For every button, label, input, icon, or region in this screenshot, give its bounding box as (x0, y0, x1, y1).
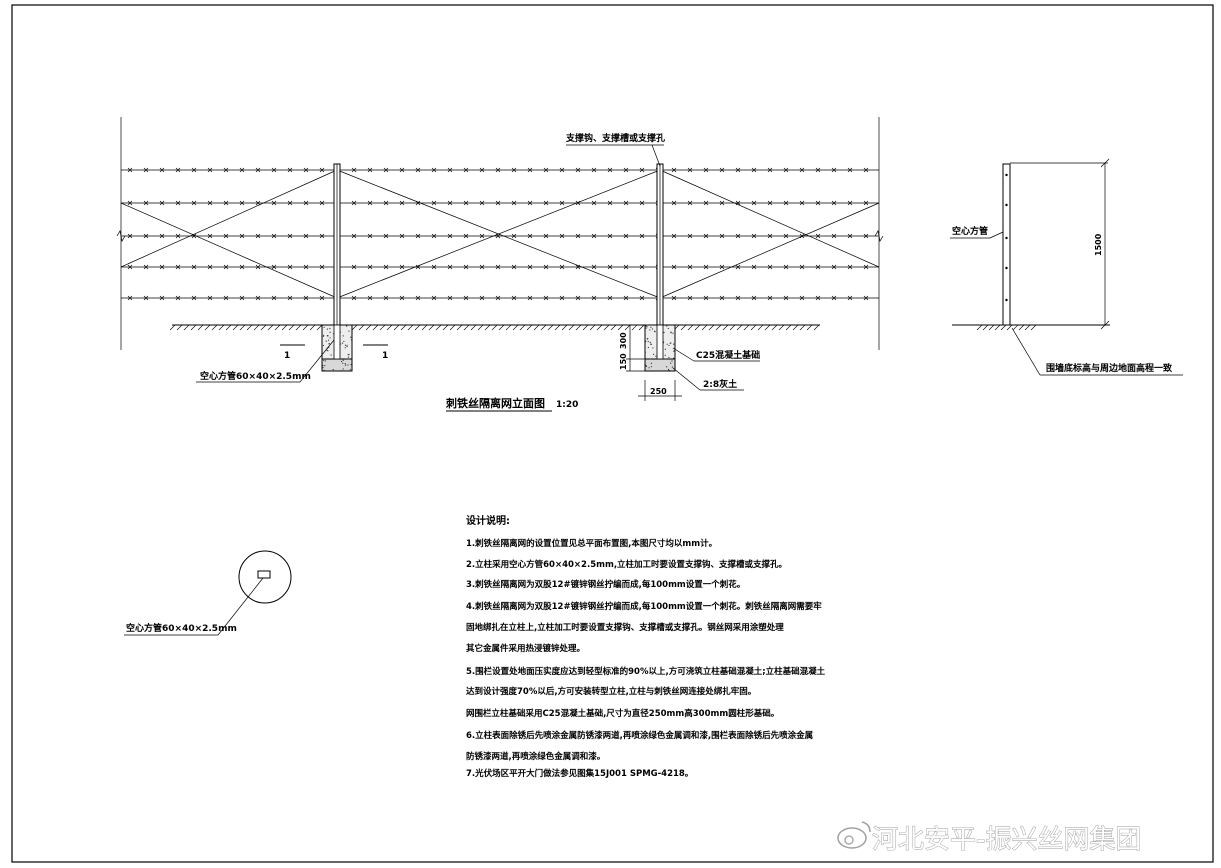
watermark-text: 河北安平-振兴丝网集团 (872, 825, 1141, 855)
support-label: 支撑钩、支撑槽或支撑孔 (565, 132, 665, 144)
post-label: 空心方管60×40×2.5mm (200, 370, 311, 382)
note-line-6: 其它金属件采用热浸镀锌处理。 (466, 643, 585, 654)
note-line-10: 6.立柱表面除锈后先喷涂金属防锈漆两道,再喷涂绿色金属调和漆,围栏表面除锈后先喷… (466, 730, 813, 741)
dimension-foundation-height: 300 150 (619, 324, 645, 372)
dim-250: 250 (650, 387, 667, 396)
section-detail-label: 空心方管60×40×2.5mm (126, 622, 237, 634)
fence-side-view: 1500 空心方管 围墙底标高与周边地面高程一致 (950, 158, 1183, 376)
lime-soil-label: 2:8灰土 (703, 378, 737, 390)
note-line-8: 达到设计强度70%以后,方可安装转型立柱,立柱与刺铁丝网连接处绑扎牢固。 (466, 686, 756, 697)
watermark: 河北安平-振兴丝网集团 (837, 821, 1142, 855)
note-line-2: 2.立柱采用空心方管60×40×2.5mm,立柱加工时要设置支撑钩、支撑槽或支撑… (466, 559, 787, 570)
note-line-1: 1.刺铁丝隔离网的设置位置见总平面布置图,本图尺寸均以mm计。 (466, 538, 717, 549)
side-post-label: 空心方管 (952, 225, 988, 237)
dimension-foundation-width: 250 (638, 380, 682, 401)
section-mark-right: 1 (382, 351, 388, 361)
side-ground-note: 围墙底标高与周边地面高程一致 (1046, 362, 1173, 374)
ground-line (169, 324, 820, 331)
fence-elevation: 1 1 支撑钩、支撑槽或支撑孔 空心方管60×40×2.5mm 300 150 … (116, 117, 884, 412)
note-line-11: 防锈漆两道,再喷涂绿色金属调和漆。 (466, 751, 605, 762)
drawing-frame (11, 4, 1214, 863)
diagonal-braces (120, 169, 880, 299)
design-notes: 设计说明: 1.刺铁丝隔离网的设置位置见总平面布置图,本图尺寸均以mm计。 2.… (466, 514, 826, 779)
concrete-texture (322, 324, 676, 372)
side-height-dim: 1500 (1094, 233, 1103, 256)
elevation-title: 刺铁丝隔离网立面图 (445, 396, 545, 410)
note-line-12: 7.光伏场区平开大门做法参见图集15J001 SPMG-4218。 (466, 768, 693, 779)
weibo-logo-icon (837, 821, 871, 849)
foundation-left (321, 324, 353, 372)
section-mark: 1 1 (280, 344, 388, 361)
barbed-wires (121, 167, 879, 301)
notes-heading: 设计说明: (466, 514, 510, 527)
note-line-3: 3.刺铁丝隔离网为双股12#镀锌钢丝拧编而成,每100mm设置一个刺花。 (466, 579, 745, 590)
section-mark-left: 1 (284, 351, 290, 361)
concrete-label: C25混凝土基础 (696, 349, 760, 361)
note-line-4: 4.刺铁丝隔离网为双股12#镀锌钢丝拧编而成,每100mm设置一个刺花。刺铁丝隔… (466, 601, 822, 612)
post-section-detail: 空心方管60×40×2.5mm (124, 550, 292, 636)
note-line-7: 5.围栏设置处地面压实度应达到轻型标准的90%以上,方可浇筑立柱基础混凝土;立柱… (466, 666, 826, 677)
note-line-9: 网围栏立柱基础采用C25混凝土基础,尺寸为直径250mm高300mm圆柱形基础。 (466, 708, 779, 719)
dim-150: 150 (619, 353, 628, 370)
note-line-5: 固地绑扎在立柱上,立柱加工时要设置支撑钩、支撑槽或支撑孔。钢丝网采用涂塑处理 (466, 622, 784, 633)
dim-300: 300 (619, 332, 628, 349)
elevation-scale: 1:20 (556, 400, 578, 410)
